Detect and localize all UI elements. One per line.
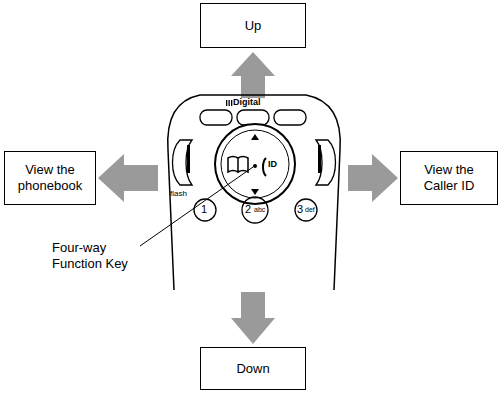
text-box: Up: [200, 3, 306, 48]
box-text: View the Caller ID: [407, 162, 491, 193]
box-text: Up: [245, 18, 262, 34]
box-text: Down: [236, 361, 269, 377]
text-box: Down: [200, 347, 306, 390]
key-number: 1: [201, 203, 207, 215]
key-label: flash: [170, 190, 187, 199]
box-text: View the phonebook: [11, 162, 89, 193]
text-box: View the Caller ID: [400, 151, 498, 205]
key-number: 3: [297, 203, 303, 215]
key-icon-text: ID: [268, 160, 277, 170]
brand-logo: Digital: [233, 98, 261, 108]
key-letters: abc: [254, 206, 265, 214]
text-box: View the phonebook: [4, 151, 96, 205]
key-letters: def: [305, 206, 315, 214]
key-number: 2: [245, 203, 251, 215]
direction-arrows: [98, 52, 398, 344]
callout-label: Four-way Function Key: [52, 240, 144, 271]
